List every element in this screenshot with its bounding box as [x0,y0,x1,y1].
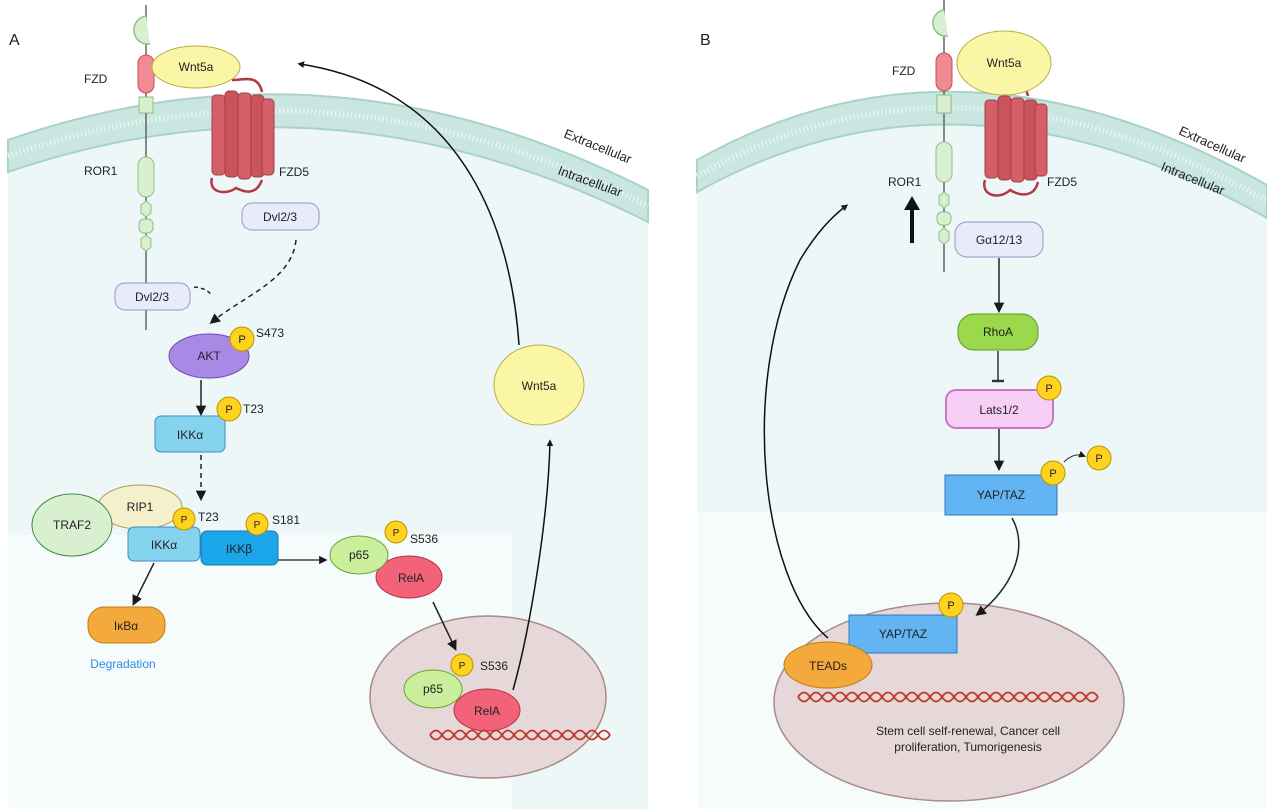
nuc-rela-label-a: RelA [474,704,500,718]
wnt5a-secreted-a [493,344,585,426]
phospho-yaptaz-label: P [1049,468,1056,480]
galpha-label-b: Gα12/13 [976,233,1023,247]
traf2-node-a [31,493,113,557]
panel-b-letter: B [700,32,711,49]
rela-label-a: RelA [398,571,424,585]
p65-node-a [329,535,389,575]
ikkb-node-a [200,530,279,566]
wnt5a-top-label-a: Wnt5a [179,60,214,74]
dvl-right-label-a: Dvl2/3 [263,210,297,224]
dna-helix-a [429,729,611,741]
wnt5a-secreted-label-a: Wnt5a [522,379,557,393]
phospho-ikka-complex-a [172,507,196,531]
rela-node-a [375,555,443,599]
nuc-p65-node-a [403,669,463,709]
ikka-complex-site-a: T23 [198,510,219,524]
dvl-left-a [114,282,191,311]
phospho-released-label: P [1095,453,1102,465]
nuc-p65-site-a: S536 [480,659,508,673]
degradation-label-a: Degradation [90,657,155,671]
nuc-yaptaz-node-b [848,614,958,654]
akt-node-a [168,333,250,379]
fzd5-label-a: FZD5 [279,165,309,179]
akt-label-a: AKT [197,349,221,363]
wnt5a-top-a [151,45,241,89]
phospho-p65-label: P [393,528,400,539]
fzd5-receptor-b [982,77,1048,197]
panel-a-letter: A [9,32,20,49]
dvl-right-a [241,202,320,231]
lats-node-b [945,389,1054,429]
fzd5-label-b: FZD5 [1047,175,1077,189]
phospho-akt-label: P [238,334,245,346]
phospho-akt-a [229,326,255,352]
phospho-yaptaz-b [1040,460,1066,486]
phospho-ikkb-label: P [254,520,261,531]
rhoa-node-b [957,313,1039,351]
p65-site-a: S536 [410,532,438,546]
ikka-node-a [154,415,226,453]
phospho-nuc-yaptaz-label: P [947,600,954,612]
p65-label-a: p65 [349,548,369,562]
galpha-node-b [954,221,1044,258]
ikka-label-a: IKKα [177,428,203,442]
ror1-receptor-a [133,5,155,330]
fzd-label-a: FZD [84,72,108,86]
panel-b: B Extracellular Intracellular FZD ROR1 [695,0,1267,809]
phospho-lats-label: P [1045,383,1052,395]
akt-site-a: S473 [256,326,284,340]
ikkb-site-a: S181 [272,513,300,527]
dna-helix-b [797,691,1099,703]
phospho-nuc-yaptaz-b [938,592,964,618]
membrane-b [696,90,1267,220]
panel-a: A Extracellular Intracellular FZD ROR1 [7,5,650,809]
yaptaz-node-b [944,474,1058,516]
phospho-ikka-complex-label: P [181,515,188,526]
outcome-line1-b: Stem cell self-renewal, Cancer cell [876,724,1060,738]
phospho-released-b [1086,445,1112,471]
phospho-nuc-p65-a [450,653,474,677]
ror1-label-a: ROR1 [84,164,118,178]
phospho-ikka-label: P [225,404,232,416]
phospho-ikka-a [216,396,242,422]
wnt5a-label-b: Wnt5a [987,56,1022,70]
ikba-node-a [87,606,166,644]
traf2-label-a: TRAF2 [53,518,91,532]
phospho-nuc-p65-label: P [459,661,466,672]
teads-label-b: TEADs [809,659,847,673]
phospho-lats-b [1036,375,1062,401]
fzd-label-b: FZD [892,64,916,78]
rip1-label-a: RIP1 [127,500,154,514]
ikkb-label-a: IKKβ [226,542,252,556]
rhoa-label-b: RhoA [983,325,1013,339]
outcome-line2-b: proliferation, Tumorigenesis [894,740,1041,754]
phospho-ikkb-a [245,512,269,536]
dvl-left-label-a: Dvl2/3 [135,290,169,304]
ror1-label-b: ROR1 [888,175,922,189]
ikka-complex-label-a: IKKα [151,538,177,552]
nuc-yaptaz-label-b: YAP/TAZ [879,627,927,641]
phospho-p65-a [384,520,408,544]
ikka-complex-a [127,526,201,562]
nuc-p65-label-a: p65 [423,682,443,696]
ror1-receptor-b [932,0,953,272]
fzd5-receptor-a [210,77,275,194]
lats-label-b: Lats1/2 [979,403,1019,417]
ikka-site-a: T23 [243,402,264,416]
teads-node-b [783,641,873,689]
yaptaz-label-b: YAP/TAZ [977,488,1025,502]
ikba-label-a: IκBα [114,619,138,633]
wnt5a-b [956,30,1052,96]
